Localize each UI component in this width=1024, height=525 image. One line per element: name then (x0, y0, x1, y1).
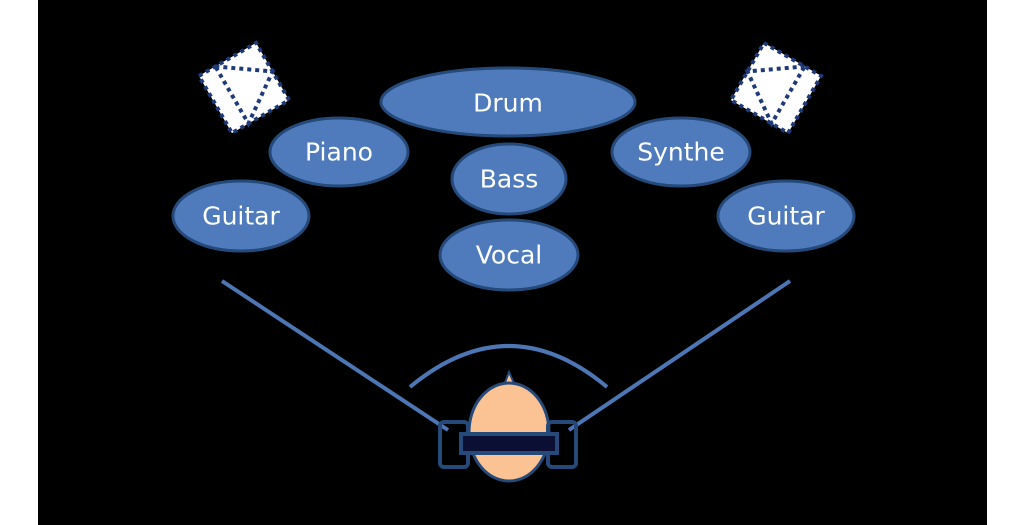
instrument-piano: Piano (268, 116, 410, 188)
listening-angle-line-right (567, 279, 792, 432)
instrument-synthe: Synthe (610, 116, 752, 188)
instrument-label-vocal: Vocal (476, 241, 542, 270)
instrument-drum: Drum (379, 66, 637, 138)
listening-angle-line-left (220, 279, 450, 432)
listener-head-with-headset-icon (438, 369, 578, 483)
instrument-guitar-right: Guitar (716, 179, 856, 253)
instrument-bass: Bass (450, 142, 568, 216)
speaker-right-icon (728, 40, 824, 136)
instrument-label-synthe: Synthe (637, 138, 725, 167)
instrument-label-bass: Bass (480, 165, 539, 194)
instrument-label-piano: Piano (305, 138, 373, 167)
speaker-left-icon (196, 40, 292, 136)
listening-arc (408, 344, 609, 389)
instrument-vocal: Vocal (438, 218, 580, 292)
instrument-label-guitar-left: Guitar (202, 202, 280, 231)
instrument-guitar-left: Guitar (171, 179, 311, 253)
instrument-label-guitar-right: Guitar (747, 202, 825, 231)
instrument-label-drum: Drum (473, 89, 543, 118)
headset-band (459, 432, 559, 455)
